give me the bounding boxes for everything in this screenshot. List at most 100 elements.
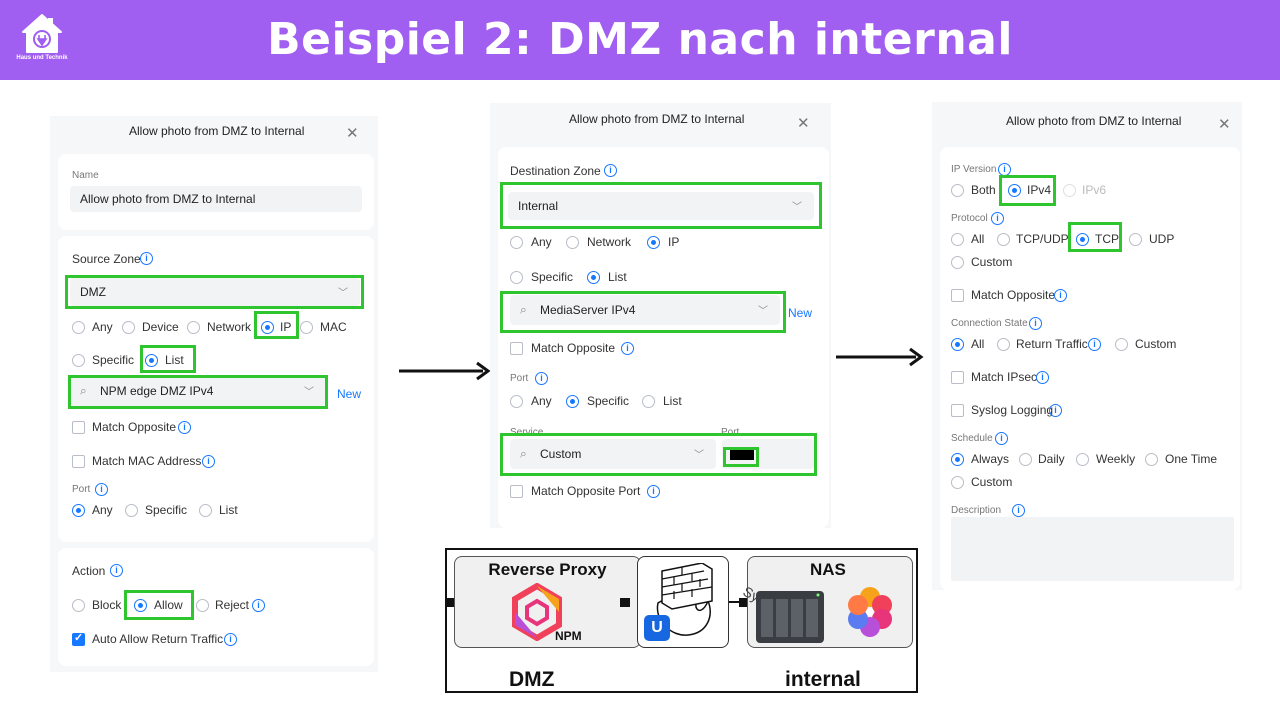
new-link[interactable]: New — [788, 306, 813, 320]
info-icon[interactable]: i — [224, 633, 237, 646]
info-icon[interactable]: i — [647, 485, 660, 498]
highlight-list — [140, 345, 196, 373]
radio-any[interactable] — [72, 321, 85, 334]
radio-port-specific[interactable] — [566, 395, 579, 408]
radio-device[interactable] — [122, 321, 135, 334]
ip-list-select[interactable]: ⌕ MediaServer IPv4 ﹀ — [510, 295, 780, 325]
description-label: Description — [951, 505, 1002, 516]
info-icon[interactable]: i — [1054, 289, 1067, 302]
info-icon[interactable]: i — [140, 252, 153, 265]
radio-both[interactable] — [951, 184, 964, 197]
info-icon[interactable]: i — [995, 432, 1008, 445]
house-logo: Haus und Technik — [12, 12, 72, 68]
firewall-box: U — [637, 556, 729, 648]
info-icon[interactable]: i — [604, 164, 617, 177]
port-field-label: Port — [721, 427, 740, 438]
match-opposite-port-checkbox[interactable] — [510, 485, 523, 498]
info-icon[interactable]: i — [535, 372, 548, 385]
radio-weekly[interactable] — [1076, 453, 1089, 466]
info-icon[interactable]: i — [252, 599, 265, 612]
radio-conn-all[interactable] — [951, 338, 964, 351]
info-icon[interactable]: i — [178, 421, 191, 434]
radio-one-time[interactable] — [1145, 453, 1158, 466]
dest-zone-select[interactable]: Internal ﹀ — [508, 192, 814, 220]
info-icon[interactable]: i — [621, 342, 634, 355]
network-diagram: Reverse Proxy NPM U — [445, 548, 918, 693]
description-textarea[interactable] — [951, 517, 1234, 581]
info-icon[interactable]: i — [1049, 404, 1062, 417]
schedule-label: Schedule — [951, 433, 993, 444]
radio-ip[interactable] — [647, 236, 660, 249]
info-icon[interactable]: i — [991, 212, 1004, 225]
syslog-checkbox[interactable] — [951, 404, 964, 417]
arrow-right-icon — [399, 361, 491, 381]
radio-port-specific[interactable] — [125, 504, 138, 517]
panel-source: Allow photo from DMZ to Internal ✕ Name … — [50, 116, 378, 672]
nas-box: NAS Synology — [740, 556, 913, 648]
radio-tcp[interactable] — [1076, 233, 1089, 246]
close-icon[interactable]: ✕ — [1218, 116, 1231, 133]
radio-conn-custom[interactable] — [1115, 338, 1128, 351]
radio-tcp-udp[interactable] — [997, 233, 1010, 246]
radio-ipv6[interactable] — [1063, 184, 1076, 197]
dialog-title: Allow photo from DMZ to Internal — [569, 112, 745, 126]
info-icon[interactable]: i — [202, 455, 215, 468]
page-title: Beispiel 2: DMZ nach internal — [267, 14, 1013, 65]
protocol-label: Protocol — [951, 213, 988, 224]
source-zone-select[interactable]: DMZ ﹀ — [70, 278, 360, 306]
new-link[interactable]: New — [337, 387, 362, 401]
chevron-down-icon: ﹀ — [338, 287, 348, 299]
highlight-tcp — [1068, 222, 1122, 252]
nas-label: NAS — [810, 560, 846, 579]
search-icon: ⌕ — [80, 383, 87, 398]
close-icon[interactable]: ✕ — [346, 125, 359, 142]
radio-port-any[interactable] — [72, 504, 85, 517]
action-label: Action — [72, 564, 106, 578]
match-opposite-checkbox[interactable] — [72, 421, 85, 434]
info-icon[interactable]: i — [95, 483, 108, 496]
ip-list-select[interactable]: ⌕ NPM edge DMZ IPv4 ﹀ — [70, 376, 326, 406]
radio-protocol-custom[interactable] — [951, 256, 964, 269]
radio-ipv4[interactable] — [1008, 184, 1021, 197]
radio-specific[interactable] — [72, 354, 85, 367]
radio-port-list[interactable] — [642, 395, 655, 408]
radio-reject[interactable] — [196, 599, 209, 612]
radio-specific[interactable] — [510, 271, 523, 284]
match-mac-checkbox[interactable] — [72, 455, 85, 468]
info-icon[interactable]: i — [1036, 371, 1049, 384]
radio-network[interactable] — [566, 236, 579, 249]
radio-port-any[interactable] — [510, 395, 523, 408]
firewall-icon — [656, 563, 713, 636]
highlight-dest-zone — [500, 182, 822, 229]
radio-list[interactable] — [145, 354, 158, 367]
radio-mac[interactable] — [300, 321, 313, 334]
radio-port-list[interactable] — [199, 504, 212, 517]
radio-ip[interactable] — [261, 321, 274, 334]
radio-any[interactable] — [510, 236, 523, 249]
radio-always[interactable] — [951, 453, 964, 466]
radio-udp[interactable] — [1129, 233, 1142, 246]
match-opposite-checkbox[interactable] — [951, 289, 964, 302]
match-opposite-checkbox[interactable] — [510, 342, 523, 355]
radio-block[interactable] — [72, 599, 85, 612]
radio-network[interactable] — [187, 321, 200, 334]
reverse-proxy-label: Reverse Proxy — [488, 560, 607, 579]
radio-list[interactable] — [587, 271, 600, 284]
info-icon[interactable]: i — [110, 564, 123, 577]
panel-destination: Allow photo from DMZ to Internal ✕ Desti… — [490, 103, 831, 528]
close-icon[interactable]: ✕ — [797, 115, 810, 132]
radio-schedule-custom[interactable] — [951, 476, 964, 489]
info-icon[interactable]: i — [1029, 317, 1042, 330]
match-ipsec-checkbox[interactable] — [951, 371, 964, 384]
auto-allow-checkbox[interactable] — [72, 631, 85, 646]
ip-version-label: IP Version — [951, 164, 997, 175]
name-input[interactable]: Allow photo from DMZ to Internal — [70, 186, 362, 212]
radio-return-traffic[interactable] — [997, 338, 1010, 351]
radio-all[interactable] — [951, 233, 964, 246]
radio-allow[interactable] — [134, 599, 147, 612]
info-icon[interactable]: i — [1012, 504, 1025, 517]
radio-daily[interactable] — [1019, 453, 1032, 466]
info-icon[interactable]: i — [1088, 338, 1101, 351]
service-select[interactable]: ⌕ Custom ﹀ — [510, 439, 716, 469]
name-card: Name Allow photo from DMZ to Internal — [58, 154, 374, 230]
